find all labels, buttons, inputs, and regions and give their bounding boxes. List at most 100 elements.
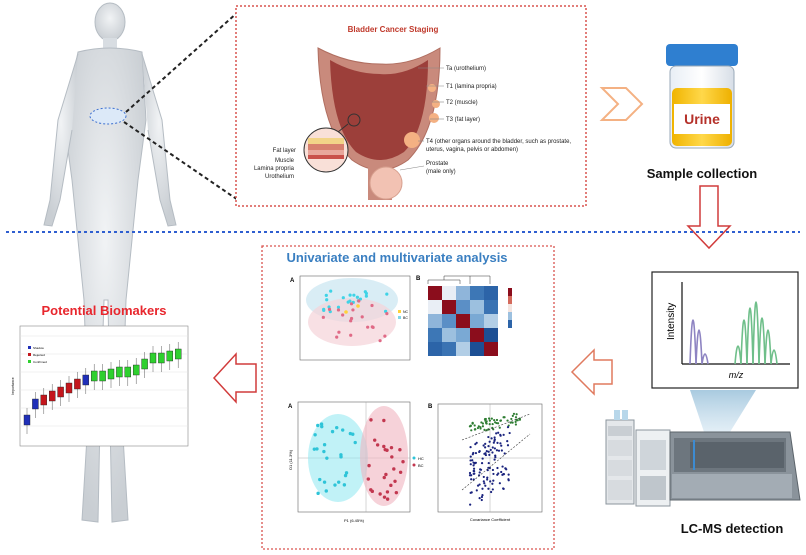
- splot-point: [490, 490, 493, 494]
- splot-point: [469, 503, 472, 506]
- splot-point: [471, 459, 474, 462]
- layer-label: Urothelium: [265, 174, 294, 180]
- splot-point: [469, 459, 472, 462]
- heatmap-cell: [456, 314, 470, 328]
- box: [116, 366, 123, 378]
- splot-point: [477, 474, 481, 477]
- splot-point: [490, 417, 493, 420]
- heatmap-cell: [428, 300, 442, 314]
- splot-point: [470, 429, 473, 432]
- heatmap-colorbar-segment: [508, 296, 512, 304]
- opls-point: [389, 483, 393, 488]
- splot-point: [468, 471, 472, 475]
- opls-point: [390, 455, 394, 459]
- stage-label: uterus, vagina, pelvis or abdomen): [426, 147, 518, 153]
- pca-plot: A NC BC: [290, 275, 411, 361]
- splot-point: [486, 476, 489, 479]
- splot-point: [474, 442, 477, 446]
- splot-point: [478, 497, 481, 500]
- box: [90, 370, 98, 382]
- splot-point: [490, 437, 493, 440]
- box: [124, 366, 132, 378]
- pca-point: [349, 302, 354, 306]
- splot-point: [491, 482, 494, 485]
- splot-point: [500, 444, 503, 447]
- splot-point: [491, 451, 494, 454]
- splot-point: [516, 419, 519, 422]
- splot-point: [493, 447, 497, 450]
- pca-point: [364, 294, 368, 298]
- splot-point: [475, 489, 478, 492]
- pca-point: [344, 310, 348, 314]
- splot-point: [507, 479, 510, 482]
- splot-point: [481, 457, 484, 460]
- pca-point: [341, 313, 345, 317]
- splot-point: [476, 426, 480, 430]
- pca-point: [360, 315, 364, 319]
- splot-point: [508, 431, 511, 435]
- pca-point: [364, 291, 368, 296]
- pca-point: [370, 325, 374, 329]
- opls-point: [315, 447, 319, 451]
- urine-container: [666, 44, 738, 149]
- heatmap-cell: [442, 300, 456, 314]
- splot-point: [478, 450, 481, 453]
- spectrum-peaks: [689, 301, 778, 365]
- heatmap-colorbar-segment: [508, 288, 512, 296]
- opls-point: [384, 472, 388, 477]
- heatmap-cell: [442, 328, 456, 342]
- lcms-instrument: [605, 410, 801, 507]
- spectrum-peak: [695, 329, 703, 365]
- sample-collection-label: Sample collection: [647, 166, 758, 181]
- splot-point: [504, 467, 507, 470]
- opls-point: [382, 444, 386, 449]
- pca-point: [349, 333, 353, 337]
- splot-point: [511, 421, 514, 424]
- boruta-boxplot: Shadow Rejected Confirmed Importance: [11, 325, 189, 447]
- splot-point: [509, 421, 512, 424]
- opls-point: [373, 438, 377, 442]
- pca-point: [356, 304, 360, 308]
- heatmap-cell: [442, 286, 456, 300]
- pca-point: [327, 305, 331, 309]
- opls-point: [322, 480, 327, 484]
- opls-point: [385, 490, 390, 494]
- stage-label: T4 (other organs around the bladder, suc…: [426, 139, 571, 145]
- opls-point: [335, 425, 339, 430]
- s-plot: B Covariance Coefficient: [428, 403, 543, 522]
- heatmap-cell: [484, 342, 498, 356]
- splot-point: [506, 444, 510, 447]
- opls-point: [385, 448, 389, 452]
- splot-point: [491, 446, 494, 449]
- splot-point: [491, 488, 494, 491]
- orange-left-arrow-icon: [570, 348, 613, 396]
- splot-point: [483, 452, 486, 455]
- splot-point: [491, 422, 494, 426]
- splot-point: [472, 472, 475, 475]
- splot-point: [472, 464, 475, 467]
- splot-point: [469, 455, 472, 458]
- splot-point: [487, 435, 490, 439]
- opls-point: [322, 449, 326, 454]
- splot-point: [484, 484, 487, 487]
- box: [23, 414, 31, 426]
- pca-point: [351, 308, 355, 312]
- opls-point: [375, 443, 380, 447]
- splot-point: [469, 446, 472, 449]
- stage-label: T3 (fat layer): [446, 117, 480, 123]
- opls-point: [325, 456, 329, 460]
- box: [158, 352, 165, 364]
- opls-point: [313, 433, 317, 437]
- splot-point: [507, 473, 510, 476]
- pca-point: [321, 315, 325, 319]
- oplsda-plot: A HC BC P1 (6.45%) O1 (11.3%): [288, 401, 424, 523]
- splot-point: [472, 467, 476, 470]
- splot-point: [500, 470, 503, 474]
- splot-point: [495, 432, 498, 435]
- box: [99, 370, 106, 382]
- splot-point: [502, 433, 505, 436]
- ms-ylabel: Intensity: [666, 303, 677, 340]
- bladder-region-marker: [89, 107, 127, 125]
- box: [49, 390, 56, 402]
- heatmap-cell: [428, 314, 442, 328]
